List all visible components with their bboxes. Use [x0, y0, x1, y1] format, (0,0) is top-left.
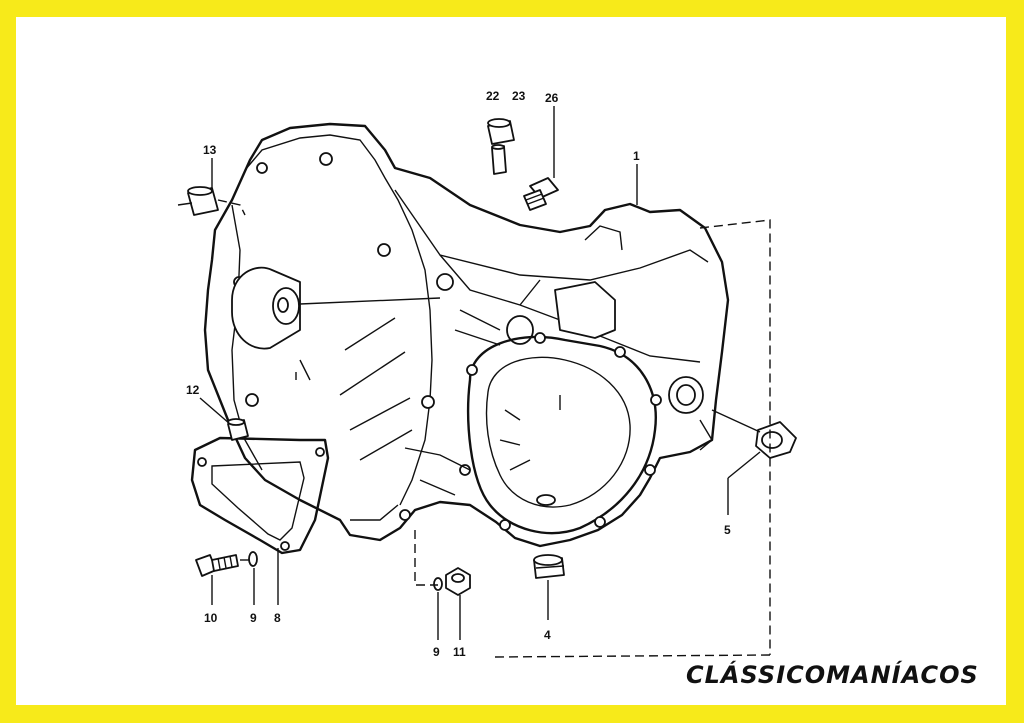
- callout-labels: 1 22 23 26 13 12 5 4 10 9 8 9 11: [186, 89, 731, 659]
- leader-lines: [199, 106, 761, 640]
- watermark-logo: CLÁSSICOMANÍACOS: [686, 660, 979, 689]
- callout-8: 8: [274, 611, 281, 625]
- callout-12: 12: [186, 383, 200, 397]
- plug-part-22-23: [487, 118, 515, 175]
- bushing-part-4: [533, 554, 565, 579]
- callout-22: 22: [486, 89, 500, 103]
- callout-9-left: 9: [250, 611, 257, 625]
- screw-part-26: [523, 177, 559, 211]
- callout-23: 23: [512, 89, 526, 103]
- callout-9-right: 9: [433, 645, 440, 659]
- callout-10: 10: [204, 611, 218, 625]
- plug-part-5: [711, 409, 797, 459]
- transaxle-housing: [203, 122, 730, 548]
- assembly-lines: [240, 219, 771, 658]
- callout-26: 26: [545, 91, 559, 105]
- callout-1: 1: [633, 149, 640, 163]
- washer-part-9: [248, 551, 443, 591]
- gasket-plate: [190, 436, 330, 555]
- sleeve-part-13: [177, 186, 246, 216]
- callout-4: 4: [544, 628, 551, 642]
- callout-11: 11: [453, 645, 466, 659]
- bolt-part-10: [195, 554, 239, 577]
- callout-5: 5: [724, 523, 731, 537]
- pin-part-12: [227, 418, 249, 441]
- nut-part-11: [445, 567, 471, 596]
- callout-13: 13: [203, 143, 217, 157]
